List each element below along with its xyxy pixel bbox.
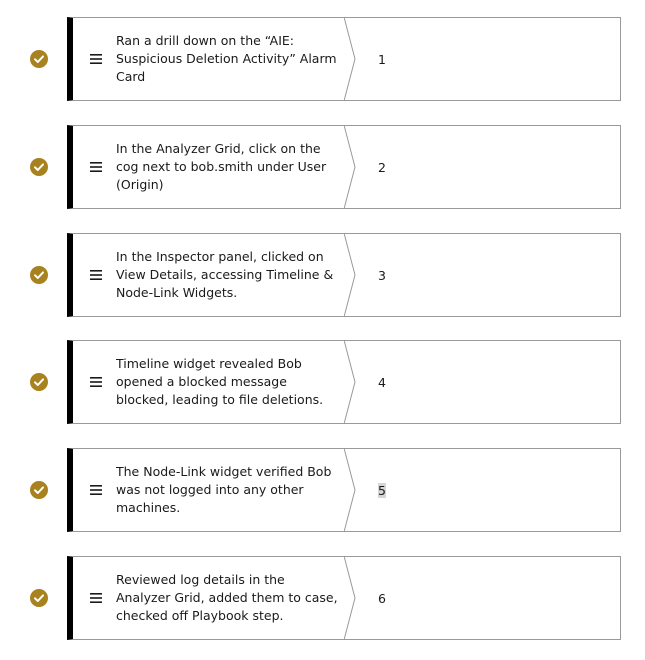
playbook-step-row: Timeline widget revealed Bob opened a bl… <box>0 340 645 424</box>
drag-handle-icon[interactable] <box>90 161 102 173</box>
check-circle-icon[interactable] <box>30 589 48 607</box>
chevron-divider <box>344 556 356 640</box>
step-description: In the Inspector panel, clicked on View … <box>116 249 334 300</box>
drag-handle-icon[interactable] <box>90 592 102 604</box>
playbook-step-row: In the Inspector panel, clicked on View … <box>0 233 645 317</box>
step-description: The Node-Link widget verified Bob was no… <box>116 464 332 515</box>
step-number[interactable]: 5 <box>378 449 386 531</box>
check-circle-icon[interactable] <box>30 158 48 176</box>
step-number-value: 2 <box>378 159 386 175</box>
chevron-divider <box>344 233 356 317</box>
step-description: Reviewed log details in the Analyzer Gri… <box>116 572 338 623</box>
step-card: The Node-Link widget verified Bob was no… <box>67 448 621 532</box>
chevron-divider <box>344 17 356 101</box>
check-circle-icon[interactable] <box>30 50 48 68</box>
step-number[interactable]: 3 <box>378 234 386 316</box>
drag-handle-icon[interactable] <box>90 53 102 65</box>
step-card: In the Inspector panel, clicked on View … <box>67 233 621 317</box>
step-number[interactable]: 6 <box>378 557 386 639</box>
step-description: Timeline widget revealed Bob opened a bl… <box>116 356 324 407</box>
drag-handle-icon[interactable] <box>90 484 102 496</box>
playbook-step-row: Ran a drill down on the “AIE: Suspicious… <box>0 17 645 101</box>
playbook-step-row: Reviewed log details in the Analyzer Gri… <box>0 556 645 640</box>
playbook-step-row: The Node-Link widget verified Bob was no… <box>0 448 645 532</box>
step-number-value: 3 <box>378 267 386 283</box>
step-card: Timeline widget revealed Bob opened a bl… <box>67 340 621 424</box>
step-number[interactable]: 1 <box>378 18 386 100</box>
drag-handle-icon[interactable] <box>90 376 102 388</box>
step-card: In the Analyzer Grid, click on the cog n… <box>67 125 621 209</box>
step-number-value: 6 <box>378 590 386 606</box>
check-circle-icon[interactable] <box>30 373 48 391</box>
step-number-value-selected: 5 <box>378 482 386 498</box>
chevron-divider <box>344 340 356 424</box>
chevron-divider <box>344 448 356 532</box>
step-description: In the Analyzer Grid, click on the cog n… <box>116 141 327 192</box>
step-number-value: 1 <box>378 51 386 67</box>
step-number-value: 4 <box>378 374 386 390</box>
playbook-step-row: In the Analyzer Grid, click on the cog n… <box>0 125 645 209</box>
drag-handle-icon[interactable] <box>90 269 102 281</box>
check-circle-icon[interactable] <box>30 266 48 284</box>
step-number[interactable]: 2 <box>378 126 386 208</box>
step-card: Reviewed log details in the Analyzer Gri… <box>67 556 621 640</box>
chevron-divider <box>344 125 356 209</box>
step-card: Ran a drill down on the “AIE: Suspicious… <box>67 17 621 101</box>
check-circle-icon[interactable] <box>30 481 48 499</box>
step-number[interactable]: 4 <box>378 341 386 423</box>
step-description: Ran a drill down on the “AIE: Suspicious… <box>116 33 337 84</box>
